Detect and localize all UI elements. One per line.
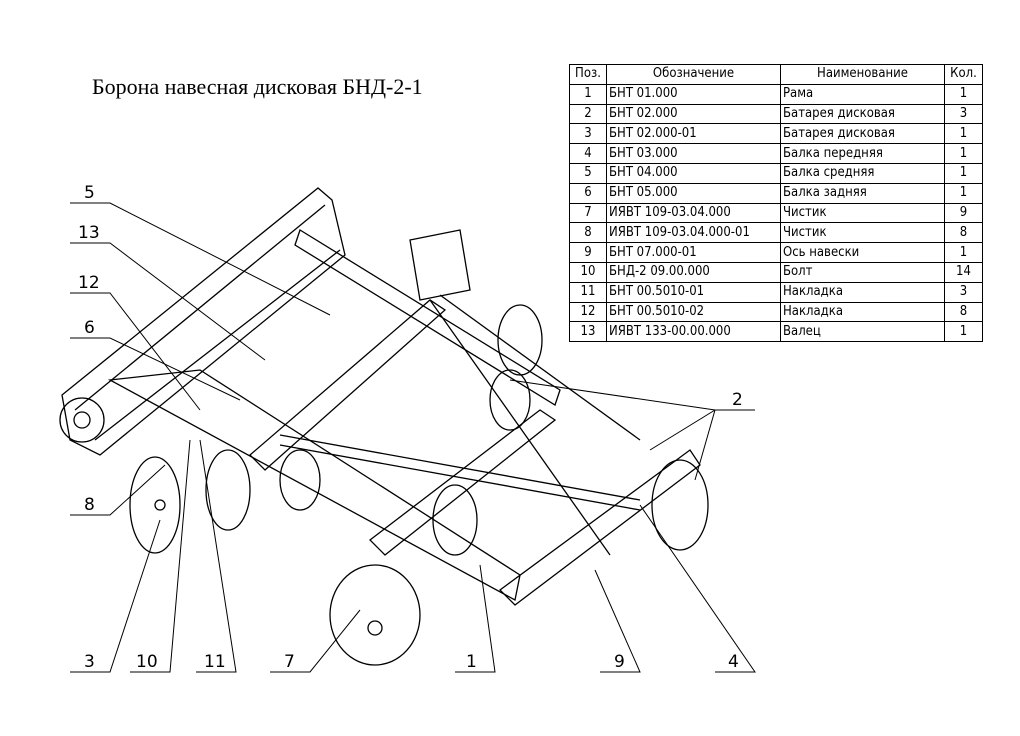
callout-5: 5 (84, 183, 95, 203)
cell-name: Накладка (780, 281, 945, 303)
cell-designation: ИЯВТ 133-00.00.000 (606, 321, 781, 343)
roller (59, 187, 346, 456)
cell-name: Балка задняя (780, 182, 945, 204)
cell-name: Валец (780, 321, 945, 343)
callout-11: 11 (204, 652, 226, 672)
cell-qty: 1 (944, 83, 983, 105)
cell-designation: БНТ 02.000 (606, 103, 781, 125)
header-pos: Поз. (569, 64, 607, 85)
cell-pos: 13 (569, 321, 607, 343)
callout-8: 8 (84, 495, 95, 515)
callout-12: 12 (78, 273, 100, 293)
cell-name: Батарея дисковая (780, 123, 945, 145)
cell-name: Балка передняя (780, 143, 945, 164)
drawing-title: Борона навесная дисковая БНД-2-1 (92, 74, 423, 99)
callout-2: 2 (732, 390, 743, 410)
cell-pos: 11 (569, 281, 607, 303)
cell-name: Балка средняя (780, 162, 945, 184)
cell-designation: ИЯВТ 109-03.04.000 (606, 202, 781, 224)
callout-4: 4 (728, 652, 739, 672)
callout-10: 10 (136, 652, 158, 672)
cell-qty: 9 (944, 202, 983, 224)
table-header-row: Поз. Обозначение Наименование Кол. (569, 64, 983, 85)
callout-1: 1 (466, 652, 477, 672)
cell-qty: 1 (944, 321, 983, 343)
cell-designation: БНТ 02.000-01 (606, 123, 781, 145)
callout-9: 9 (614, 652, 625, 672)
cell-designation: БНТ 01.000 (606, 83, 781, 105)
leader-lines (70, 202, 756, 673)
callout-7: 7 (284, 652, 295, 672)
callout-3: 3 (84, 652, 95, 672)
header-qty: Кол. (944, 64, 983, 85)
frame (107, 229, 701, 606)
callout-6: 6 (84, 318, 95, 338)
cell-pos: 10 (569, 261, 607, 283)
callout-13: 13 (78, 223, 100, 243)
disc-batteries (129, 304, 709, 666)
cell-qty: 14 (944, 261, 983, 283)
cell-name: Накладка (780, 301, 945, 323)
